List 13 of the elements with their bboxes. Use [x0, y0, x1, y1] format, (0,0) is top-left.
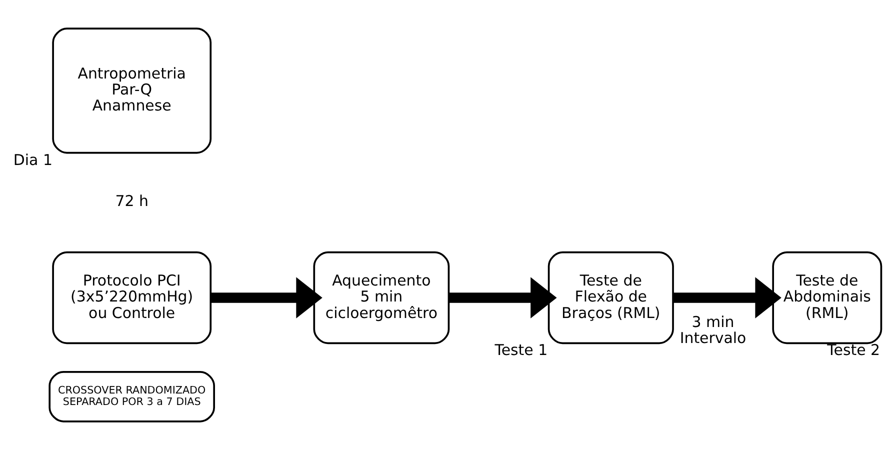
edge-label: 3 min Intervalo [680, 312, 746, 346]
arrow [210, 276, 322, 318]
label: 72 h [115, 192, 148, 210]
node-box: Protocolo PCI (3x5’220mmHg) ou Controle [52, 250, 212, 344]
node-label: Teste 1 [494, 340, 548, 359]
arrow [673, 276, 782, 318]
node-box: Teste de Flexão de Braços (RML) [548, 250, 674, 344]
node-box: Teste de Abdominais (RML) [772, 250, 882, 344]
arrow [448, 276, 557, 318]
node-label: Dia 1 [13, 150, 52, 168]
node-box: Antropometria Par-Q Anamnese [52, 27, 212, 154]
node-box: CROSSOVER RANDOMIZADO SEPARADO POR 3 a 7 DIAS [48, 370, 215, 422]
node-box: Aquecimento 5 min cicloergomêtro [313, 250, 450, 344]
